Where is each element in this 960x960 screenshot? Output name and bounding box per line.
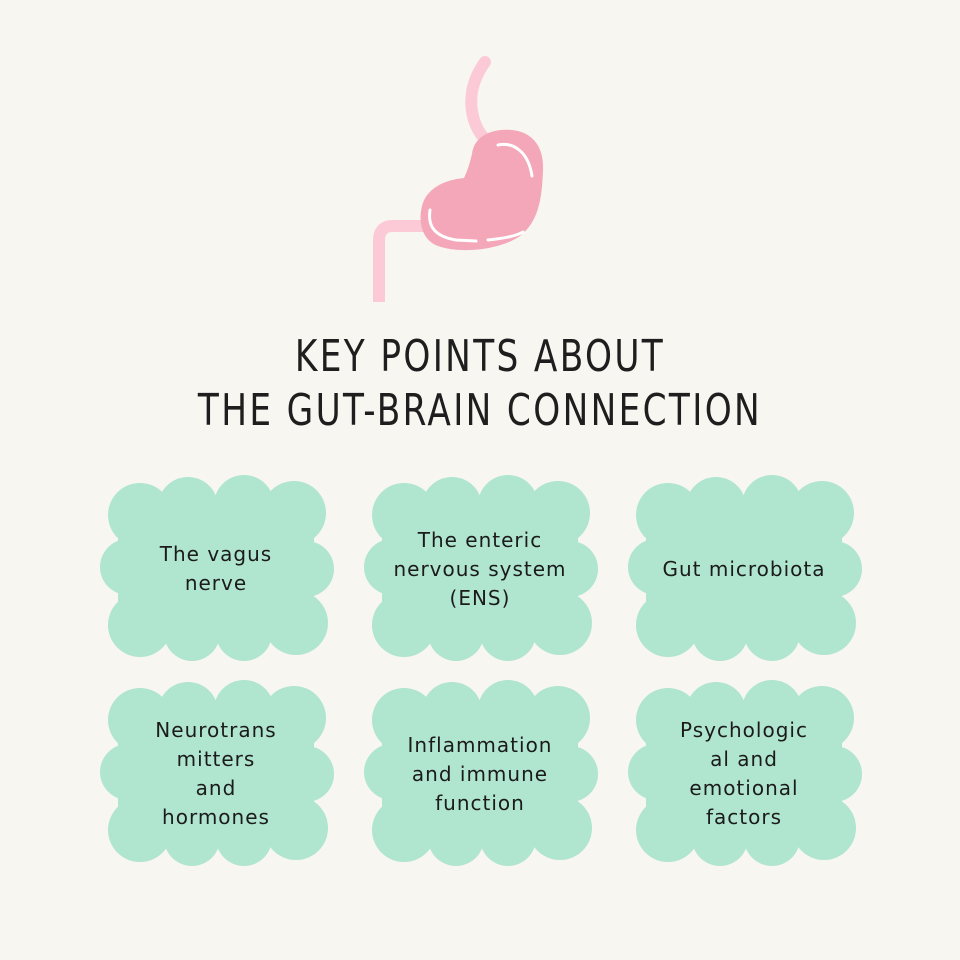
title-line-1: KEY POINTS ABOUT [294, 331, 666, 382]
page-title: KEY POINTS ABOUT THE GUT-BRAIN CONNECTIO… [106, 330, 855, 438]
card-label: Inflammation and immune function [407, 732, 553, 815]
card-gut-microbiota: Gut microbiota [624, 475, 864, 663]
card-label: The enteric nervous system (ENS) [393, 527, 567, 610]
card-enteric-nervous-system: The enteric nervous system (ENS) [360, 475, 600, 663]
stomach-icon [373, 56, 544, 302]
card-psychological-factors: Psychologic al and emotional factors [624, 680, 864, 868]
card-label: Neurotrans mitters and hormones [155, 718, 277, 829]
card-neurotransmitters: Neurotrans mitters and hormones [96, 680, 336, 868]
card-label: Psychologic al and emotional factors [680, 718, 808, 829]
card-vagus-nerve: The vagus nerve [96, 475, 336, 663]
title-line-2: THE GUT-BRAIN CONNECTION [197, 385, 763, 436]
card-label: The vagus nerve [159, 542, 273, 595]
card-inflammation: Inflammation and immune function [360, 680, 600, 868]
card-label: Gut microbiota [662, 556, 826, 581]
